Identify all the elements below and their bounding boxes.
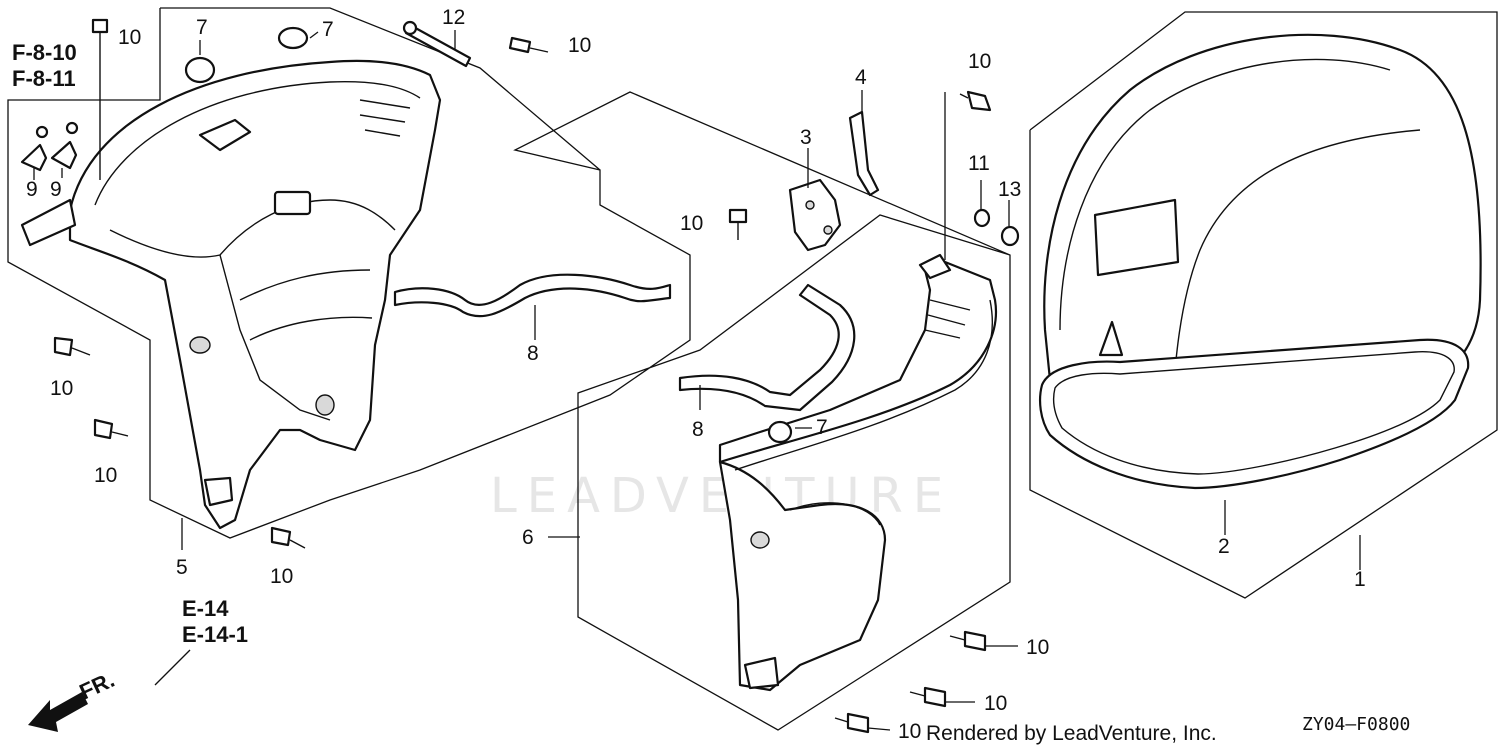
grommet-part-7-a[interactable] [184, 56, 216, 84]
grommet-part-7-c[interactable] [767, 420, 793, 444]
latch-bracket-part-3[interactable] [788, 178, 842, 252]
callout-4: 4 [855, 66, 867, 89]
clip-part-9-a[interactable] [20, 125, 49, 172]
callout-10-c: 10 [968, 50, 991, 73]
reference-f-8-10[interactable]: F-8-10 [12, 40, 77, 65]
engine-cover-part-1[interactable] [1043, 33, 1482, 442]
bolts-part-10[interactable] [53, 18, 992, 734]
latch-wire-part-4[interactable] [848, 110, 880, 197]
callout-9-b: 9 [50, 178, 62, 201]
callout-7-b: 7 [322, 18, 334, 41]
callout-7-a: 7 [196, 16, 208, 39]
callout-labels: 1 2 3 4 5 6 7 7 7 8 8 9 9 10 10 10 10 10… [26, 6, 1366, 743]
callout-6: 6 [522, 526, 534, 549]
group-boundaries [7, 7, 1498, 731]
pin-part-12[interactable] [402, 20, 472, 68]
callout-10-d: 10 [680, 212, 703, 235]
callout-10-a: 10 [118, 26, 141, 49]
clip-part-9-b[interactable] [50, 121, 79, 170]
washer-part-13[interactable] [1000, 225, 1020, 247]
callout-10-e: 10 [50, 377, 73, 400]
callout-10-f: 10 [94, 464, 117, 487]
reference-f-8-11[interactable]: F-8-11 [12, 66, 76, 91]
seal-strip-part-8-left[interactable] [393, 273, 672, 318]
grommet-part-7-b[interactable] [277, 26, 309, 50]
reference-e-14-1[interactable]: E-14-1 [182, 622, 248, 647]
rear-lower-cover-part-5[interactable] [20, 59, 442, 530]
callout-13: 13 [998, 178, 1021, 201]
washer-part-11[interactable] [973, 208, 991, 228]
callout-9-a: 9 [26, 178, 38, 201]
side-cover-part-6[interactable] [718, 253, 997, 692]
diagram-code: ZY04—F0800 [1302, 714, 1410, 735]
callout-11: 11 [968, 152, 990, 175]
cover-seal-part-2[interactable] [1039, 338, 1470, 490]
callout-10-i: 10 [984, 692, 1007, 715]
callout-8-a: 8 [527, 342, 539, 365]
callout-10-h: 10 [1026, 636, 1049, 659]
callout-3: 3 [800, 126, 812, 149]
leader-lines [33, 30, 1361, 731]
render-credit: Rendered by LeadVenture, Inc. [926, 722, 1217, 745]
front-direction-arrow-icon [28, 692, 88, 732]
reference-e-14[interactable]: E-14 [182, 596, 229, 621]
callout-1: 1 [1354, 568, 1366, 591]
callout-10-b: 10 [568, 34, 591, 57]
callout-8-b: 8 [692, 418, 704, 441]
callout-2: 2 [1218, 535, 1230, 558]
seal-strip-part-8-right[interactable] [678, 283, 856, 412]
callout-12: 12 [442, 6, 465, 29]
callout-10-j: 10 [898, 720, 921, 743]
callout-5: 5 [176, 556, 188, 579]
callout-7-c: 7 [816, 416, 828, 439]
callout-10-g: 10 [270, 565, 293, 588]
